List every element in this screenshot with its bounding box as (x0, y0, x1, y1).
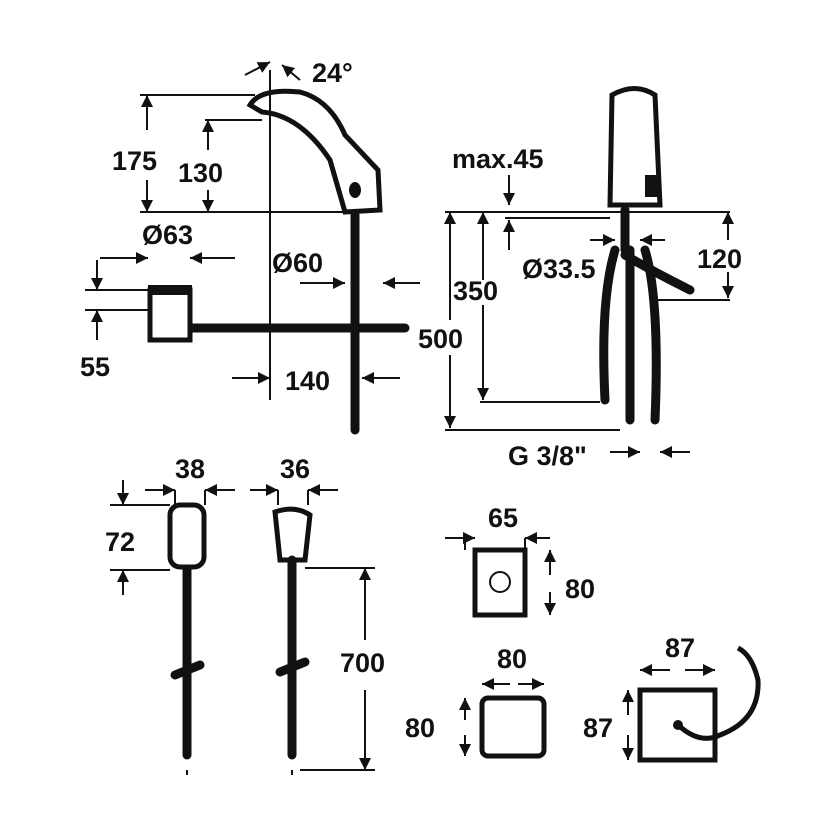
length-700-label: 700 (340, 648, 385, 678)
angle-label: 24° (312, 58, 353, 88)
sensor-views: 38 36 72 700 (105, 454, 385, 775)
width-38-label: 38 (175, 454, 205, 484)
max-45-label: max.45 (452, 144, 544, 174)
faucet-side-view: 24° 175 130 Ø63 Ø60 55 140 (80, 58, 420, 435)
box1-height-label: 80 (565, 574, 595, 604)
diameter-33-5-label: Ø33.5 (522, 254, 596, 284)
dim-140-label: 140 (285, 366, 330, 396)
thread-label: G 3/8" (508, 441, 587, 471)
diameter-63-label: Ø63 (142, 220, 193, 250)
box1-width-label: 65 (488, 503, 518, 533)
height-72-label: 72 (105, 527, 135, 557)
box2-width-label: 80 (497, 644, 527, 674)
control-boxes: 65 80 80 80 87 87 (405, 503, 761, 763)
box2-height-label: 80 (405, 713, 435, 743)
dim-500-label: 500 (418, 324, 463, 354)
height-130-label: 130 (178, 158, 223, 188)
width-36-label: 36 (280, 454, 310, 484)
diameter-60-label: Ø60 (272, 248, 323, 278)
box3-width-label: 87 (665, 633, 695, 663)
box3-height-label: 87 (583, 713, 613, 743)
dim-55-label: 55 (80, 352, 110, 382)
height-175-label: 175 (112, 146, 157, 176)
dim-350-label: 350 (453, 276, 498, 306)
faucet-front-view: max.45 350 500 Ø33.5 120 G 3/8" (418, 86, 742, 471)
dim-120-label: 120 (697, 244, 742, 274)
